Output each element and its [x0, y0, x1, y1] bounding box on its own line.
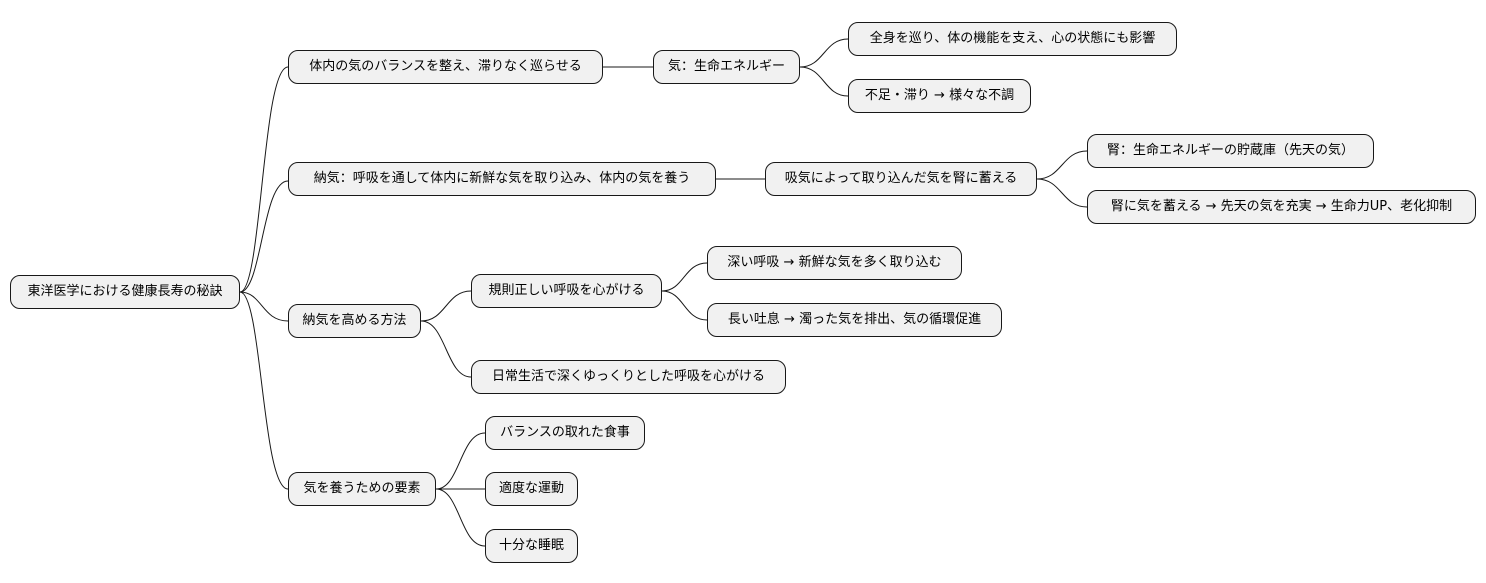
- branch3-node[interactable]: 納気を高める方法: [288, 304, 421, 338]
- branch3-child1-node[interactable]: 規則正しい呼吸を心がける: [471, 274, 662, 308]
- branch1-child-node[interactable]: 気：生命エネルギー: [653, 50, 800, 84]
- branch1-leaf2-node[interactable]: 不足・滞り → 様々な不調: [848, 79, 1031, 113]
- edge-child1-leaf2: [799, 66, 849, 97]
- branch4-leaf2-node[interactable]: 適度な運動: [485, 472, 578, 506]
- edge-child31-leaf1: [661, 262, 708, 292]
- branch1-node[interactable]: 体内の気のバランスを整え、滞りなく巡らせる: [288, 50, 603, 84]
- branch4-leaf3-node[interactable]: 十分な睡眠: [485, 529, 578, 563]
- edge-root-branch4: [239, 291, 289, 490]
- branch2-leaf1-node[interactable]: 腎：生命エネルギーの貯蔵庫（先天の気）: [1087, 134, 1374, 168]
- branch3-child2-node[interactable]: 日常生活で深くゆっくりとした呼吸を心がける: [471, 360, 786, 394]
- branch1-leaf1-node[interactable]: 全身を巡り、体の機能を支え、心の状態にも影響: [848, 22, 1177, 56]
- edge-root-branch1: [239, 66, 289, 293]
- branch3-child1-leaf1-node[interactable]: 深い呼吸 → 新鮮な気を多く取り込む: [707, 246, 962, 280]
- edge-child2-leaf1: [1036, 150, 1088, 180]
- edge-branch4-leaf1: [435, 432, 486, 490]
- edge-branch3-child2: [420, 320, 472, 378]
- branch4-node[interactable]: 気を養うための要素: [288, 472, 436, 506]
- edge-branch4-leaf3: [435, 488, 486, 547]
- edge-child31-leaf2: [661, 290, 708, 321]
- edge-root-branch2: [239, 180, 289, 293]
- edge-child1-leaf1: [799, 38, 849, 68]
- branch2-node[interactable]: 納気：呼吸を通して体内に新鮮な気を取り込み、体内の気を養う: [288, 162, 716, 196]
- branch2-child-node[interactable]: 吸気によって取り込んだ気を腎に蓄える: [765, 162, 1037, 196]
- edge-root-branch3: [239, 291, 289, 322]
- branch2-leaf2-node[interactable]: 腎に気を蓄える → 先天の気を充実 → 生命力UP、老化抑制: [1087, 190, 1476, 224]
- edge-child2-leaf2: [1036, 178, 1088, 208]
- branch3-child1-leaf2-node[interactable]: 長い吐息 → 濁った気を排出、気の循環促進: [707, 303, 1002, 337]
- branch4-leaf1-node[interactable]: バランスの取れた食事: [485, 416, 645, 450]
- root-node[interactable]: 東洋医学における健康長寿の秘訣: [10, 275, 240, 309]
- edge-branch3-child1: [420, 290, 472, 322]
